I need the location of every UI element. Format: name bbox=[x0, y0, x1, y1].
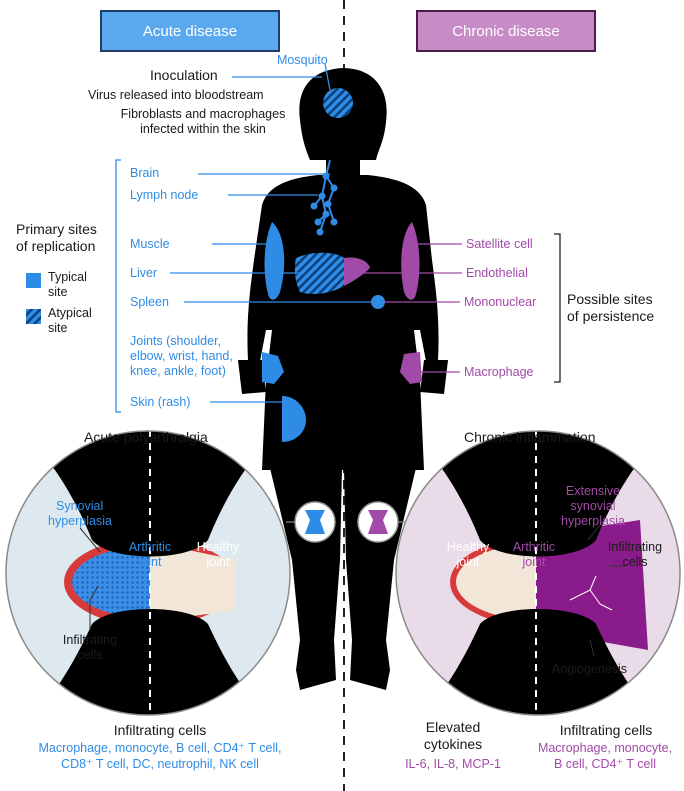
acute-header: Acute disease bbox=[100, 10, 280, 52]
site-brain: Brain bbox=[130, 166, 159, 181]
acute-header-label: Acute disease bbox=[143, 23, 237, 40]
chronic-arthritic-1: Arthritic bbox=[504, 540, 564, 555]
chronic-healthy-1: Healthy bbox=[438, 540, 498, 555]
site-satellite: Satellite cell bbox=[466, 237, 533, 252]
legend-typical-2: site bbox=[48, 285, 67, 300]
chronic-panel-title: Chronic inflammation bbox=[464, 430, 596, 445]
site-muscle: Muscle bbox=[130, 237, 170, 252]
site-mononuclear: Mononuclear bbox=[464, 295, 536, 310]
spleen-site bbox=[371, 295, 385, 309]
acute-healthy-2: joint bbox=[188, 555, 248, 570]
chronic-extensive-3: hyperplasia bbox=[548, 514, 638, 529]
acute-infiltrating-1: Infiltrating bbox=[54, 633, 126, 648]
chronic-arthritic-2: joint bbox=[504, 555, 564, 570]
chronic-bottom-line2: B cell, CD4⁺ T cell bbox=[526, 757, 684, 772]
acute-arthritic-1: Arthritic bbox=[122, 540, 178, 555]
acute-healthy-1: Healthy bbox=[188, 540, 248, 555]
chronic-extensive-1: Extensive bbox=[548, 484, 638, 499]
persistence-1: Possible sites bbox=[567, 292, 653, 307]
acute-panel-title: Acute polyarthralgia bbox=[84, 430, 208, 445]
legend-title-1: Primary sites bbox=[16, 222, 97, 237]
site-lymph: Lymph node bbox=[130, 188, 198, 203]
site-liver: Liver bbox=[130, 266, 157, 281]
cytokines-title-1: Elevated bbox=[398, 720, 508, 735]
chronic-infiltrating-1: Infiltrating bbox=[600, 540, 670, 555]
typical-swatch bbox=[26, 273, 41, 288]
chronic-bottom-line1: Macrophage, monocyte, bbox=[526, 741, 684, 756]
chronic-infiltrating-2: cells bbox=[600, 555, 670, 570]
brain-site bbox=[323, 88, 353, 118]
chronic-extensive-2: synovial bbox=[548, 499, 638, 514]
atypical-swatch bbox=[26, 309, 41, 324]
persistence-2: of persistence bbox=[567, 309, 654, 324]
site-joints-3: knee, ankle, foot) bbox=[130, 364, 226, 379]
virus-label: Virus released into bloodstream bbox=[88, 88, 264, 103]
acute-bottom-line2: CD8⁺ T cell, DC, neutrophil, NK cell bbox=[0, 757, 320, 772]
legend-title-2: of replication bbox=[16, 239, 95, 254]
acute-synovial-1: Synovial bbox=[56, 499, 103, 514]
site-joints-2: elbow, wrist, hand, bbox=[130, 349, 233, 364]
acute-synovial-2: hyperplasia bbox=[48, 514, 112, 529]
site-joints-1: Joints (shoulder, bbox=[130, 334, 221, 349]
site-spleen: Spleen bbox=[130, 295, 169, 310]
chronic-angiogenesis: Angiogenesis bbox=[552, 662, 627, 677]
chronic-header: Chronic disease bbox=[416, 10, 596, 52]
chronic-bottom-title: Infiltrating cells bbox=[536, 723, 676, 738]
mosquito-label: Mosquito bbox=[277, 53, 328, 68]
cytokines-title-2: cytokines bbox=[398, 737, 508, 752]
acute-infiltrating-2: cells bbox=[54, 648, 126, 663]
legend-atypical-2: site bbox=[48, 321, 67, 336]
site-macrophage: Macrophage bbox=[464, 365, 534, 380]
inoculation-label: Inoculation bbox=[150, 68, 218, 83]
site-endothelial: Endothelial bbox=[466, 266, 528, 281]
legend-typical-1: Typical bbox=[48, 270, 87, 285]
chronic-header-label: Chronic disease bbox=[452, 23, 560, 40]
acute-bottom-title: Infiltrating cells bbox=[60, 723, 260, 738]
liver-atypical bbox=[295, 253, 344, 294]
chronic-healthy-2: joint bbox=[438, 555, 498, 570]
fibroblast-line1: Fibroblasts and macrophages bbox=[96, 107, 310, 122]
acute-bottom-line1: Macrophage, monocyte, B cell, CD4⁺ T cel… bbox=[0, 741, 320, 756]
cytokines-line: IL-6, IL-8, MCP-1 bbox=[388, 757, 518, 772]
legend-atypical-1: Atypical bbox=[48, 306, 92, 321]
acute-joint-panel bbox=[0, 430, 300, 720]
acute-arthritic-2: joint bbox=[122, 555, 178, 570]
fibroblast-line2: infected within the skin bbox=[96, 122, 310, 137]
site-skin: Skin (rash) bbox=[130, 395, 190, 410]
